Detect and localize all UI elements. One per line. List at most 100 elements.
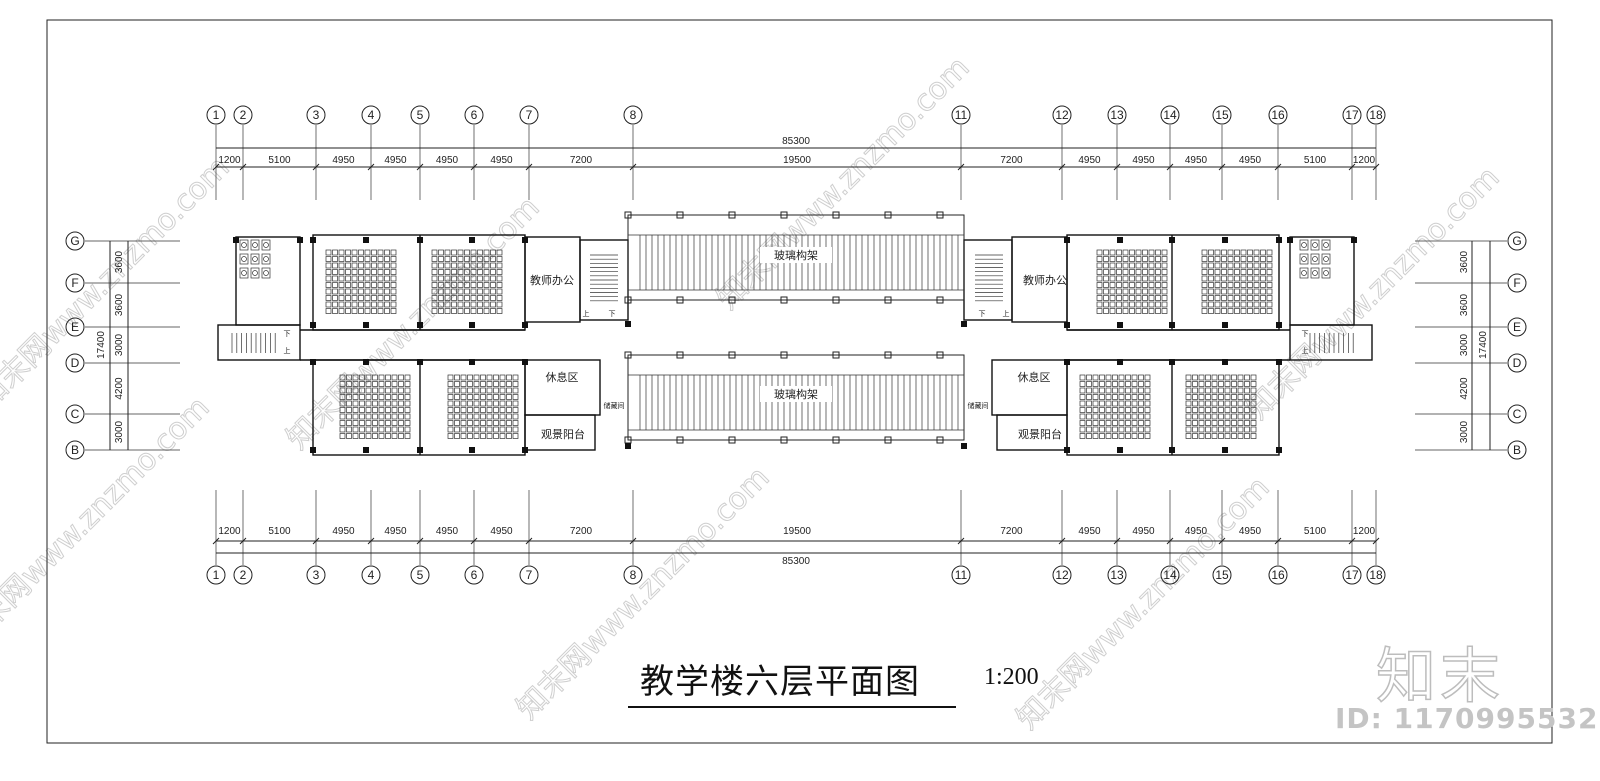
desk xyxy=(431,269,438,275)
desk xyxy=(1155,308,1161,314)
desk xyxy=(444,308,451,314)
desk xyxy=(1109,269,1116,275)
desk xyxy=(1142,288,1148,295)
desk xyxy=(1198,407,1205,413)
grid-bubble-bottom xyxy=(1107,565,1127,585)
desk xyxy=(447,381,454,387)
desk xyxy=(1116,295,1122,301)
glass-frame-post xyxy=(780,211,788,219)
glass-frame-post xyxy=(884,351,892,359)
desk xyxy=(385,420,391,426)
grid-label-top: 17 xyxy=(1345,108,1359,122)
desk xyxy=(1185,413,1192,420)
desk xyxy=(1122,301,1129,308)
desk xyxy=(1224,407,1231,413)
column xyxy=(1169,237,1175,243)
desk xyxy=(1250,381,1257,387)
toilet-fixture xyxy=(252,256,258,262)
desk xyxy=(1205,394,1211,400)
desk xyxy=(1240,262,1247,269)
desk xyxy=(325,288,332,295)
dim-total-left-label: 17400 xyxy=(96,331,107,359)
column xyxy=(1064,237,1070,243)
toilet-stall xyxy=(239,253,249,265)
desk xyxy=(1185,407,1192,413)
desk xyxy=(1125,374,1131,381)
desk xyxy=(1129,269,1135,275)
desk xyxy=(480,433,486,439)
desk xyxy=(1231,433,1237,439)
desk xyxy=(470,288,477,295)
glass-frame-post xyxy=(884,211,892,219)
desk xyxy=(1250,387,1257,394)
desk xyxy=(1125,426,1131,433)
left-end-stair-down-label: 下 xyxy=(284,330,291,338)
desk xyxy=(493,394,499,400)
desk xyxy=(1198,413,1205,420)
glass-frame-post xyxy=(676,351,684,359)
desk xyxy=(371,288,377,295)
column xyxy=(1064,359,1070,365)
desk xyxy=(499,394,506,400)
glass-frame-post xyxy=(936,211,944,219)
desk xyxy=(1131,387,1138,394)
desk xyxy=(1142,249,1148,256)
desk xyxy=(1086,413,1092,420)
grid-label-top: 4 xyxy=(368,108,375,122)
desk xyxy=(1103,282,1109,288)
grid-label-top: 13 xyxy=(1110,108,1124,122)
desk xyxy=(1240,308,1247,314)
dim-tick-top xyxy=(1372,163,1380,171)
desk xyxy=(1144,407,1151,413)
desk xyxy=(338,269,345,275)
desk xyxy=(460,413,467,420)
dim-tick-bottom xyxy=(470,537,478,545)
desk xyxy=(1266,269,1273,275)
desk xyxy=(1105,407,1112,413)
desk xyxy=(1138,394,1144,400)
dim-label-left: 3000 xyxy=(114,333,125,356)
grid-label-left: G xyxy=(70,234,79,248)
desk xyxy=(1086,433,1092,439)
desk xyxy=(364,282,371,288)
desk xyxy=(358,308,364,314)
desk xyxy=(1224,381,1231,387)
desk xyxy=(372,433,378,439)
desk xyxy=(1099,400,1105,407)
desk xyxy=(467,433,473,439)
desk xyxy=(365,433,372,439)
desk xyxy=(1266,256,1273,262)
desk xyxy=(391,420,398,426)
dim-label-left: 3600 xyxy=(114,293,125,316)
dim-tick-bottom xyxy=(1113,537,1121,545)
desk xyxy=(1138,433,1144,439)
desk xyxy=(1231,407,1237,413)
desk xyxy=(470,295,477,301)
dim-label-bottom: 4950 xyxy=(332,526,355,537)
watermark-group: 知末网www.znzmo.com xyxy=(710,50,977,317)
desk xyxy=(404,407,411,413)
glass-frame-post xyxy=(780,296,788,304)
desk xyxy=(384,249,390,256)
desk xyxy=(467,381,473,387)
dim-tick-bottom xyxy=(1058,537,1066,545)
desk xyxy=(470,249,477,256)
column xyxy=(469,322,475,328)
desk xyxy=(384,308,390,314)
desk xyxy=(1103,249,1109,256)
desk xyxy=(339,426,346,433)
desk xyxy=(496,308,503,314)
grid-label-bottom: 17 xyxy=(1345,568,1359,582)
glass-frame-post xyxy=(676,436,684,444)
desk xyxy=(359,400,365,407)
desk xyxy=(1266,308,1273,314)
desk xyxy=(496,275,503,282)
desk xyxy=(1260,269,1266,275)
desk xyxy=(1092,381,1099,387)
desk xyxy=(1155,275,1161,282)
desk xyxy=(351,275,358,282)
desk xyxy=(1201,308,1208,314)
desk xyxy=(464,256,470,262)
desk xyxy=(1185,381,1192,387)
desk xyxy=(1192,426,1198,433)
